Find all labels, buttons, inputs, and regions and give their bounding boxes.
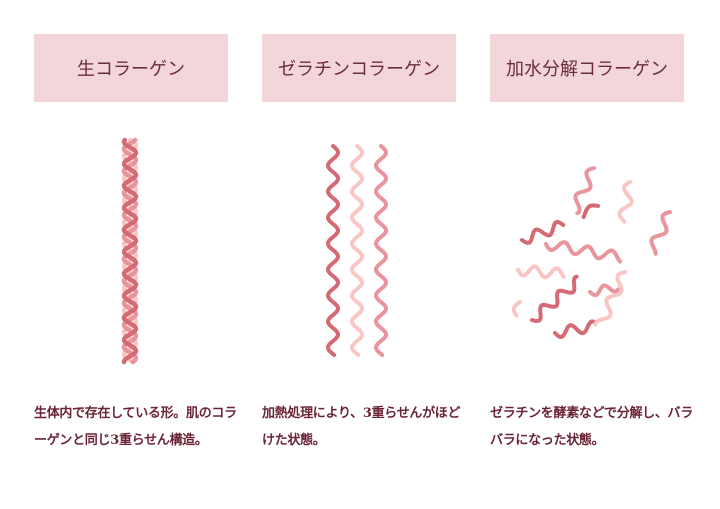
collagen-fragment [617,180,634,224]
collagen-fragment [593,270,627,327]
collagen-fragment [511,300,522,318]
description-gelatin-collagen: 加熱処理により、3重らせんがほどけた状態。 [262,406,461,448]
collagen-fragment [520,220,566,245]
header-hydrolyzed-collagen: 加水分解コラーゲン [490,34,684,102]
collagen-fragment [516,264,566,280]
collagen-fragment [544,240,623,264]
header-raw-collagen: 生コラーゲン [34,34,228,102]
collagen-fragment [530,274,579,324]
triple-helix-illustration [121,137,139,365]
gelatin-strand [374,144,388,357]
header-gelatin-collagen: ゼラチンコラーゲン [262,34,456,102]
collagen-fragment [581,203,600,219]
description-hydrolyzed-collagen: ゼラチンを酵素などで分解し、バラバラになった状態。 [490,406,693,448]
collagen-fragment [573,166,596,216]
header-label: 加水分解コラーゲン [506,59,668,80]
gelatin-strand [326,144,340,357]
header-label: 生コラーゲン [77,59,185,80]
fragments-illustration [511,166,672,340]
collagen-fragment [649,210,672,256]
helix-strand [121,137,139,365]
collagen-fragment [588,283,620,298]
collagen-fragment [553,319,598,340]
description-raw-collagen: 生体内で存在している形。肌のコラーゲンと同じ3重らせん構造。 [34,406,237,448]
unwound-strands-illustration [326,144,388,357]
helix-strand [121,137,139,365]
gelatin-strand [350,144,364,357]
header-label: ゼラチンコラーゲン [278,59,440,80]
